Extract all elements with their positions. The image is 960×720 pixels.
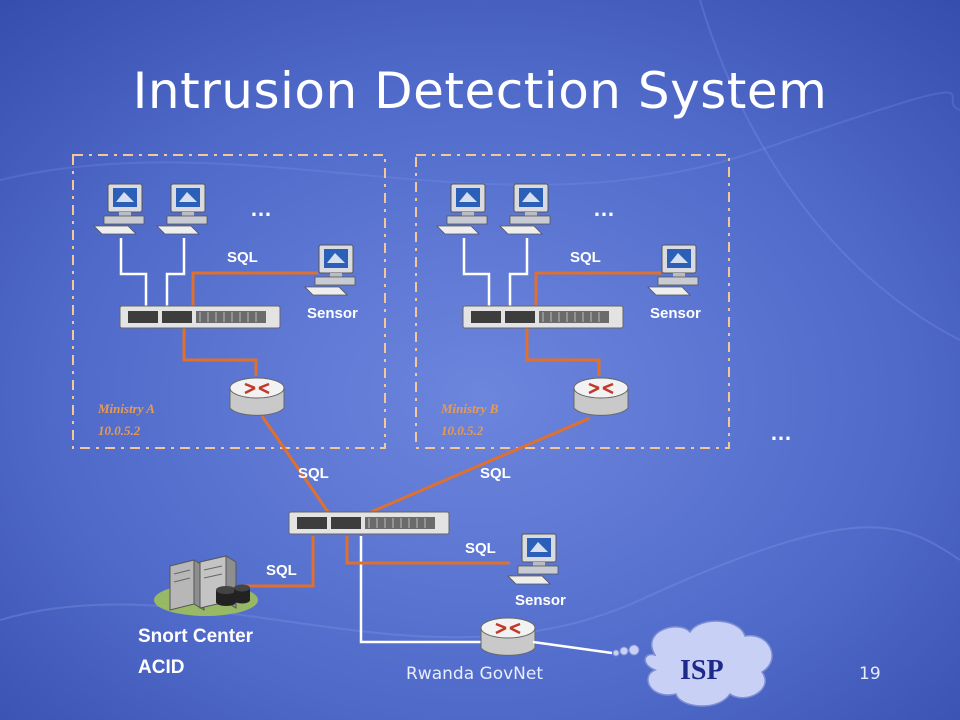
switch-icon [462,305,624,329]
ministry-b-label: Ministry B 10.0.5.2 [441,398,498,442]
snort-center-name: Snort Center [138,626,254,647]
sensor-label: Sensor [650,305,701,322]
sensor-label: Sensor [307,305,358,322]
sensor-label: Sensor [515,592,566,609]
sql-label: SQL [570,249,601,266]
snort-center-subtitle: ACID [138,657,185,678]
zone-ip: 10.0.5.2 [98,423,141,438]
ministry-a-zone [72,154,386,449]
more-ministries-ellipsis: … [770,420,794,445]
workstation-icon [93,183,145,235]
sensor-workstation-icon [647,244,699,296]
link-core-sensor [345,536,510,565]
isp-label: ISP [680,655,724,686]
slide-title: Intrusion Detection System [132,62,828,120]
sql-label: SQL [480,465,511,482]
sql-label: SQL [227,249,258,266]
link-sensor-a [191,271,318,306]
link-pc-a1-switch [119,238,148,306]
link-core-isp-router [359,536,482,644]
link-pc-b1-switch [462,238,491,306]
workstation-icon [156,183,208,235]
isp-cloud-icon [532,620,773,707]
sql-label: SQL [298,465,329,482]
link-pc-a2-switch [165,238,186,306]
zone-ip: 10.0.5.2 [441,423,484,438]
link-core-snort [240,536,315,588]
ministry-a-label: Ministry A 10.0.5.2 [98,398,155,442]
link-switch-a-router [182,328,258,376]
server-icon [154,555,258,616]
workstation-icon [499,183,551,235]
sensor-workstation-icon [304,244,356,296]
ministry-b-zone [415,154,730,449]
sql-label: SQL [266,562,297,579]
more-devices-ellipsis: … [593,196,617,221]
link-sensor-b [534,271,661,306]
more-devices-ellipsis: … [250,196,274,221]
router-icon [228,376,286,417]
switch-icon [119,305,281,329]
footer-text: Rwanda GovNet [406,664,543,684]
sql-label: SQL [465,540,496,557]
zone-name: Ministry B [441,401,499,416]
core-switch-icon [288,511,450,535]
workstation-icon [436,183,488,235]
sensor-workstation-icon [507,533,559,585]
link-switch-b-router [525,328,601,376]
page-number: 19 [859,664,881,684]
link-router-b-core [370,416,591,514]
link-pc-b2-switch [508,238,529,306]
zone-name: Ministry A [98,401,155,416]
isp-router-icon [479,616,537,657]
snort-center-label: Snort Center ACID [138,621,253,683]
router-icon [572,376,630,417]
link-router-a-core [260,415,330,513]
